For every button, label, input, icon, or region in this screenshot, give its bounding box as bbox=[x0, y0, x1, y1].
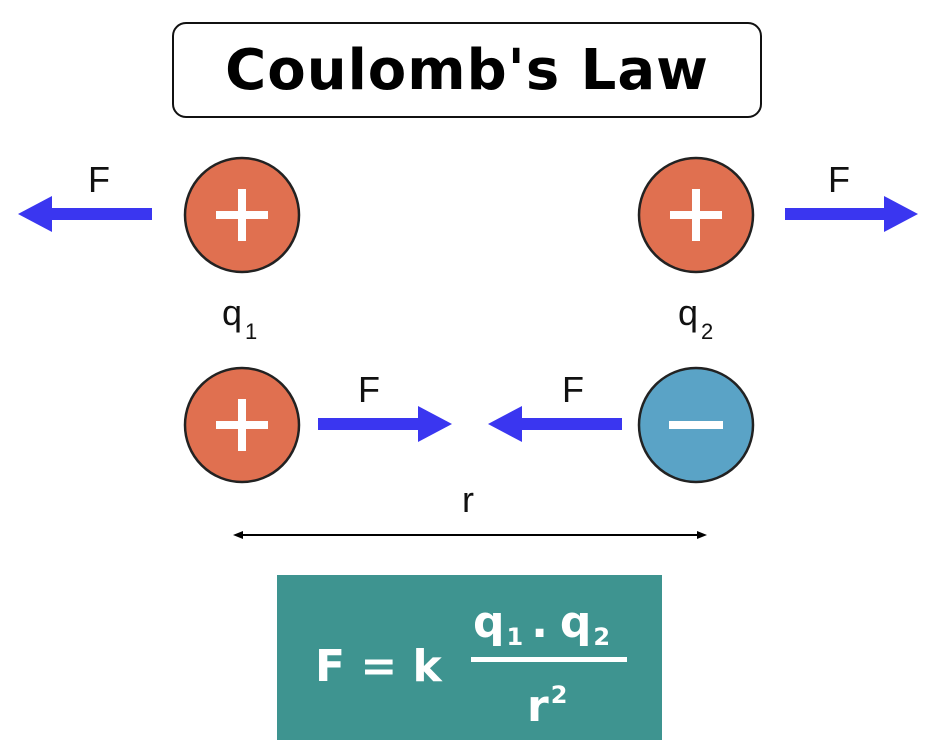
charge-top-left bbox=[183, 156, 301, 274]
force-label-top-right: F bbox=[828, 159, 850, 200]
fraction-bar bbox=[471, 657, 627, 662]
charge-bottom-right bbox=[637, 366, 755, 484]
force-label-bottom-left: F bbox=[358, 369, 380, 410]
distance-label: r bbox=[462, 479, 474, 520]
formula: F = k q1.q2 r2 bbox=[315, 597, 627, 732]
formula-box: F = k q1.q2 r2 bbox=[277, 575, 662, 740]
formula-lhs: F = k bbox=[315, 641, 444, 692]
force-arrow-bottom-right bbox=[488, 406, 622, 442]
title: Coulomb's Law bbox=[172, 22, 762, 118]
force-arrow-bottom-left bbox=[318, 406, 452, 442]
charge-top-right bbox=[637, 156, 755, 274]
force-label-bottom-right: F bbox=[562, 369, 584, 410]
formula-denominator: r2 bbox=[527, 681, 567, 732]
charge-bottom-left bbox=[183, 366, 301, 484]
force-arrow-top-right bbox=[785, 196, 918, 232]
formula-numerator: q1.q2 bbox=[473, 597, 610, 651]
force-label-top-left: F bbox=[88, 159, 110, 200]
force-arrow-top-left bbox=[18, 196, 152, 232]
